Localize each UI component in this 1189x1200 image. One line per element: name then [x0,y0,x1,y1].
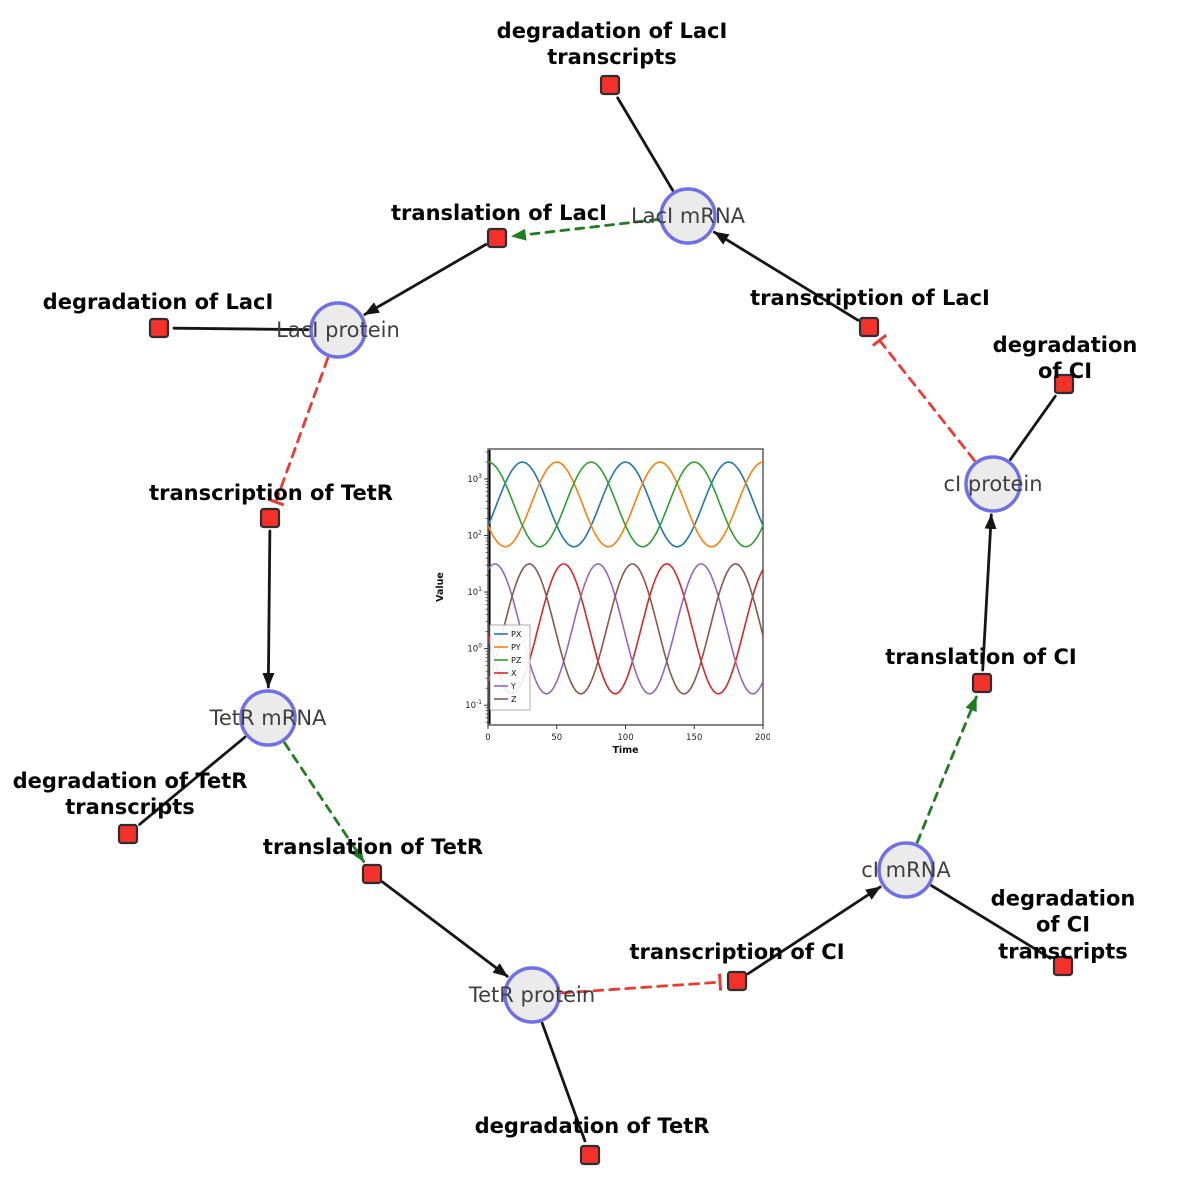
reaction-node-transcription-tetr [259,507,281,529]
chart-legend: PX PY PZ XYZ [489,624,531,711]
x-tick-label: 0 [485,733,490,743]
chart-series-group [488,450,763,724]
x-tick-label: 200 [755,733,770,743]
y-tick-label: 10-1 [465,699,482,711]
species-node-laci-protein [309,301,367,359]
series-line-Z [488,563,763,695]
y-tick-label: 100 [467,643,482,655]
species-node-ci-protein [964,455,1022,513]
reaction-node-transcription-ci [726,970,748,992]
reaction-node-translation-tetr [361,863,383,885]
edge-tetr-protein-transcription-ci [560,973,723,995]
legend-label-Y: Y [510,682,516,691]
reaction-node-deg-laci [148,317,170,339]
y-tick-label: 103 [467,473,482,485]
edge-laci-mrna-deg-laci-transcripts [616,96,675,192]
legend-label-PX: PX [511,630,522,639]
edges-layer [138,96,1057,1143]
species-node-ci-mrna [877,841,935,899]
edge-translation-ci-ci-protein [981,513,997,672]
edge-transcription-laci-laci-mrna [713,230,860,322]
edge-translation-laci-laci-protein [363,243,488,316]
species-node-tetr-protein [503,966,561,1024]
series-line-Y [488,563,763,695]
edge-tetr-protein-deg-tetr [540,1021,587,1143]
series-line-X [488,563,763,695]
x-tick-label: 150 [686,733,702,743]
edge-transcription-ci-ci-mrna [746,885,882,976]
edge-tetr-mrna-deg-tetr-transcripts [138,735,247,826]
legend-label-X: X [511,669,517,678]
nodes-layer [117,74,1075,1166]
edge-ci-mrna-translation-ci [915,695,978,844]
reaction-node-translation-ci [971,672,993,694]
edge-laci-protein-deg-laci [172,326,310,332]
x-tick-label: 100 [617,733,633,743]
series-line-PZ [488,461,763,548]
reaction-node-deg-tetr-transcripts [117,823,139,845]
reaction-node-deg-ci [1053,373,1075,395]
edge-translation-tetr-tetr-protein [380,880,509,978]
reaction-node-deg-ci-transcripts [1052,955,1074,977]
legend-label-PZ: PZ [511,656,522,665]
series-line-PX [488,461,763,548]
x-tick-label: 50 [551,733,562,743]
edge-tetr-mrna-translation-tetr [283,741,366,863]
edge-laci-protein-transcription-tetr [267,356,330,507]
edge-ci-protein-deg-ci [1008,394,1057,461]
x-axis-label: Time [612,745,638,756]
legend-label-Z: Z [511,695,517,704]
species-node-laci-mrna [659,187,717,245]
y-axis-label: Value [435,572,446,602]
edge-ci-mrna-deg-ci-transcripts [930,884,1052,960]
species-node-tetr-mrna [239,689,297,747]
y-tick-label: 102 [467,530,482,542]
edge-transcription-tetr-tetr-mrna [262,529,275,689]
reaction-node-deg-tetr [579,1144,601,1166]
y-tick-label: 101 [467,586,482,598]
edge-laci-mrna-translation-laci [510,218,660,241]
edge-ci-protein-transcription-laci [871,333,976,462]
legend-label-PY: PY [511,643,521,652]
reaction-node-transcription-laci [858,316,880,338]
reaction-node-deg-laci-transcripts [599,74,621,96]
reaction-node-translation-laci [486,227,508,249]
